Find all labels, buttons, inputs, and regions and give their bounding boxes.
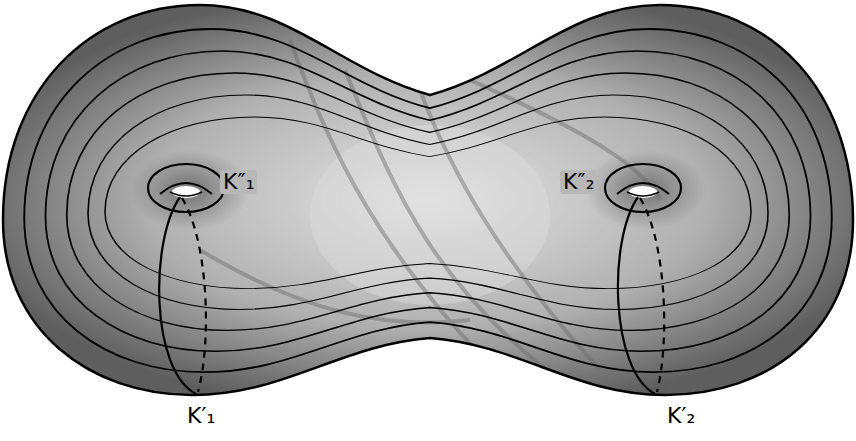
curve-label: K′₁ [184,404,218,428]
surface [3,5,853,395]
curve-label: K″₁ [220,170,257,194]
back-curves [200,40,660,395]
meridian-loops [148,164,681,212]
curve-label: K′₂ [664,404,698,428]
contour-lines [24,29,832,372]
longitude-loops [159,197,664,394]
curve-label: K″₂ [560,170,597,194]
